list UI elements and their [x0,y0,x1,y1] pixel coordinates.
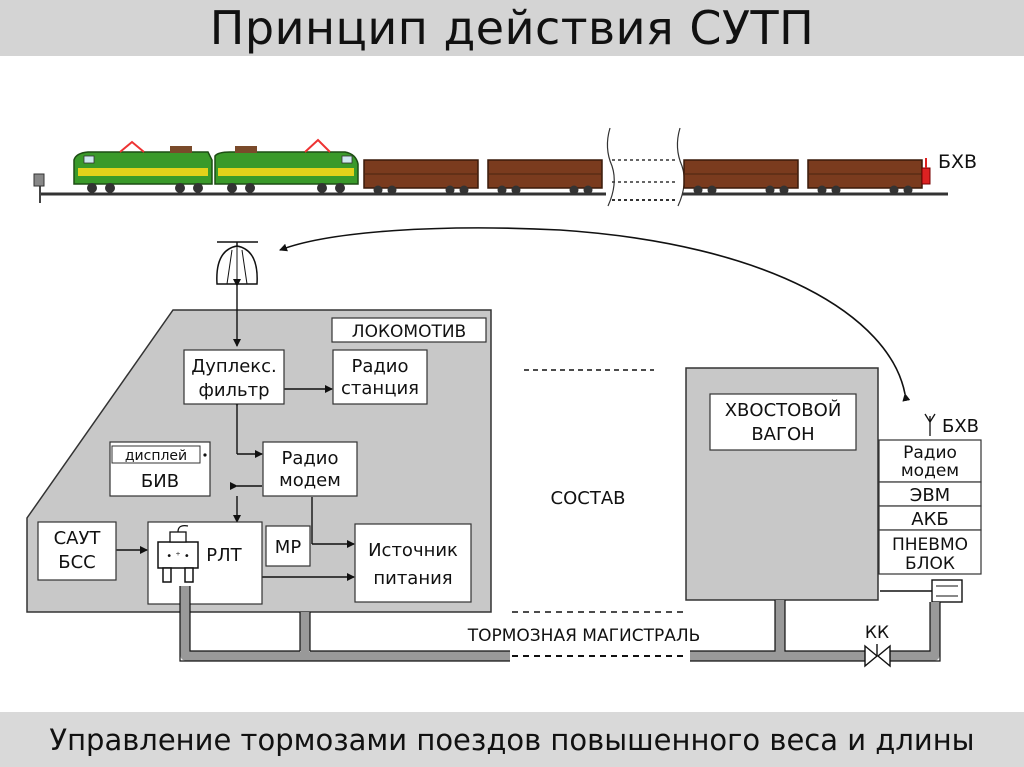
power-source-label-2: питания [373,568,452,589]
valve-label: КК [865,623,889,643]
page-subtitle: Управление тормозами поездов повышенного… [49,722,975,757]
valve-icon [864,644,891,668]
brake-pipe-outline [179,586,941,662]
tail-antenna-icon [924,413,936,436]
tail-radio-modem-1: Радио [903,443,957,463]
tail-car-title-1: ХВОСТОВОЙ [725,399,842,421]
radio-modem-label-1: Радио [281,448,338,469]
pneumo-label-1: ПНЕВМО [892,535,968,555]
locomotive-connections [110,279,355,581]
crane-valve-icon: • ⁺ • [157,524,199,583]
biv-label: БИВ [141,471,179,492]
page-title: Принцип действия СУТП [209,1,815,55]
mr-label: МР [275,537,302,558]
radio-station-box [332,349,428,405]
tail-bxv-label: БХВ [942,416,979,437]
brake-line-label: ТОРМОЗНАЯ МАГИСТРАЛЬ [467,626,701,646]
locomotive-icon [73,138,359,193]
radio-station-label-1: Радио [351,356,408,377]
rlt-label: РЛТ [206,545,242,566]
coupler-icon [880,579,963,603]
radio-link-arrow [279,227,911,402]
train-bxv-label: БХВ [938,151,977,173]
svg-text:• ⁺ •: • ⁺ • [166,551,189,562]
power-source-label-1: Источник [368,540,458,561]
saut-box [37,521,117,581]
wagon-icon [363,159,479,195]
pneumo-label-2: БЛОК [905,554,955,574]
signal-icon [33,173,45,203]
radio-modem-label-2: модем [279,470,341,491]
duplex-filter-box [183,349,285,405]
tail-car-title-box [709,393,857,451]
wagon-icon [487,159,603,195]
brake-pipe [180,586,940,661]
tail-car-title-2: ВАГОН [751,424,814,445]
locomotive-title: ЛОКОМОТИВ [352,322,466,342]
duplex-filter-label-2: фильтр [198,380,269,401]
subtitle-bar: Управление тормозами поездов повышенного… [0,712,1024,767]
akb-label: АКБ [911,509,948,530]
wagon-icon [683,159,799,195]
power-source-box [354,523,472,603]
bxv-module-stack: Радио модем ЭВМ АКБ ПНЕВМО БЛОК [878,439,982,575]
wagon-icon [807,159,923,195]
radio-station-label-2: станция [341,378,419,399]
train-illustration: БХВ [33,126,977,207]
duplex-filter-label-1: Дуплекс. [191,356,277,377]
display-label: дисплей [125,448,187,464]
antenna-icon [216,241,258,285]
tail-radio-modem-2: модем [901,461,959,481]
saut-label-1: САУТ [54,528,102,549]
sutp-diagram: БХВ ЛОКОМОТИВ Дуплекс. фильтр Радио стан… [26,126,982,668]
tail-unit-icon [921,158,931,185]
train-body-label: СОСТАВ [551,488,626,509]
mr-box [265,525,311,567]
title-bar: Принцип действия СУТП [0,0,1024,56]
saut-label-2: БСС [58,552,96,573]
radio-modem-box [262,441,358,497]
evm-label: ЭВМ [910,485,950,506]
